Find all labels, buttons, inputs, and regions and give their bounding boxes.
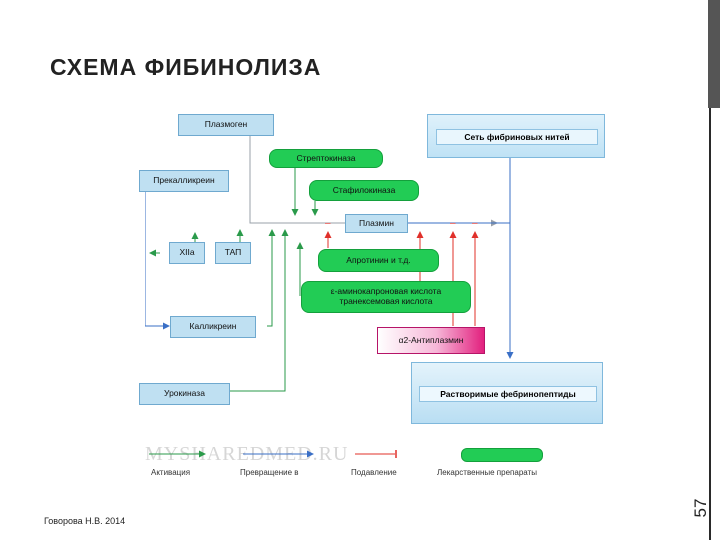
legend-activation-label: Активация bbox=[151, 468, 191, 477]
node-fibrin-net: Сеть фибриновых нитей bbox=[427, 114, 605, 158]
node-tap: ТАП bbox=[215, 242, 251, 264]
node-fibrin-peptides: Растворимые фебринопептиды bbox=[411, 362, 603, 424]
node-aprotinin: Апротинин и т.д. bbox=[318, 249, 439, 272]
aminocaproic-line-1: ε-аминокапроновая кислота bbox=[330, 286, 442, 297]
page-number: 57 bbox=[686, 488, 716, 528]
arrows-layer bbox=[145, 136, 514, 458]
slide-title: СХЕМА ФИБИНОЛИЗА bbox=[50, 54, 322, 80]
node-plasmin: Плазмин bbox=[345, 214, 408, 233]
inhibition-mark-2: – bbox=[472, 218, 478, 229]
fibrinolysis-diagram: MYSHAREDMED.RU bbox=[139, 108, 605, 483]
node-staphylokinase: Стафилокиназа bbox=[309, 180, 419, 201]
arrow-kallikrein-up bbox=[267, 229, 276, 327]
node-kallikrein: Калликреин bbox=[170, 316, 256, 338]
arrow-urokinase-up bbox=[230, 229, 289, 392]
node-streptokinase: Стрептокиназа bbox=[269, 149, 383, 168]
node-aminocaproic: ε-аминокапроновая кислота транексемовая … bbox=[301, 281, 471, 313]
author-credit: Говорова Н.В. 2014 bbox=[44, 516, 126, 526]
legend-suppression-label: Подавление bbox=[351, 468, 397, 477]
node-xiia: XIIa bbox=[169, 242, 205, 264]
node-antiplasmin: α2-Антиплазмин bbox=[377, 327, 485, 354]
legend-drugs-label: Лекарственные препараты bbox=[437, 468, 537, 477]
node-plasminogen: Плазмоген bbox=[178, 114, 274, 136]
arrow-prekallikrein-down bbox=[145, 191, 170, 330]
node-prekallikrein: Прекалликреин bbox=[139, 170, 229, 192]
page-number-text: 57 bbox=[691, 498, 710, 518]
legend-drug-swatch bbox=[461, 448, 543, 462]
slide-edge-line bbox=[709, 108, 711, 540]
fibrin-peptides-label: Растворимые фебринопептиды bbox=[419, 386, 597, 402]
inhibition-mark-1: – bbox=[450, 218, 456, 229]
slide-edge-bar bbox=[708, 0, 720, 108]
aminocaproic-line-2: транексемовая кислота bbox=[339, 296, 433, 306]
legend-conversion-label: Превращение в bbox=[240, 468, 299, 477]
node-urokinase: Урокиназа bbox=[139, 383, 230, 405]
fibrin-net-label: Сеть фибриновых нитей bbox=[436, 129, 598, 145]
inhibition-mark-3: – bbox=[325, 218, 331, 229]
